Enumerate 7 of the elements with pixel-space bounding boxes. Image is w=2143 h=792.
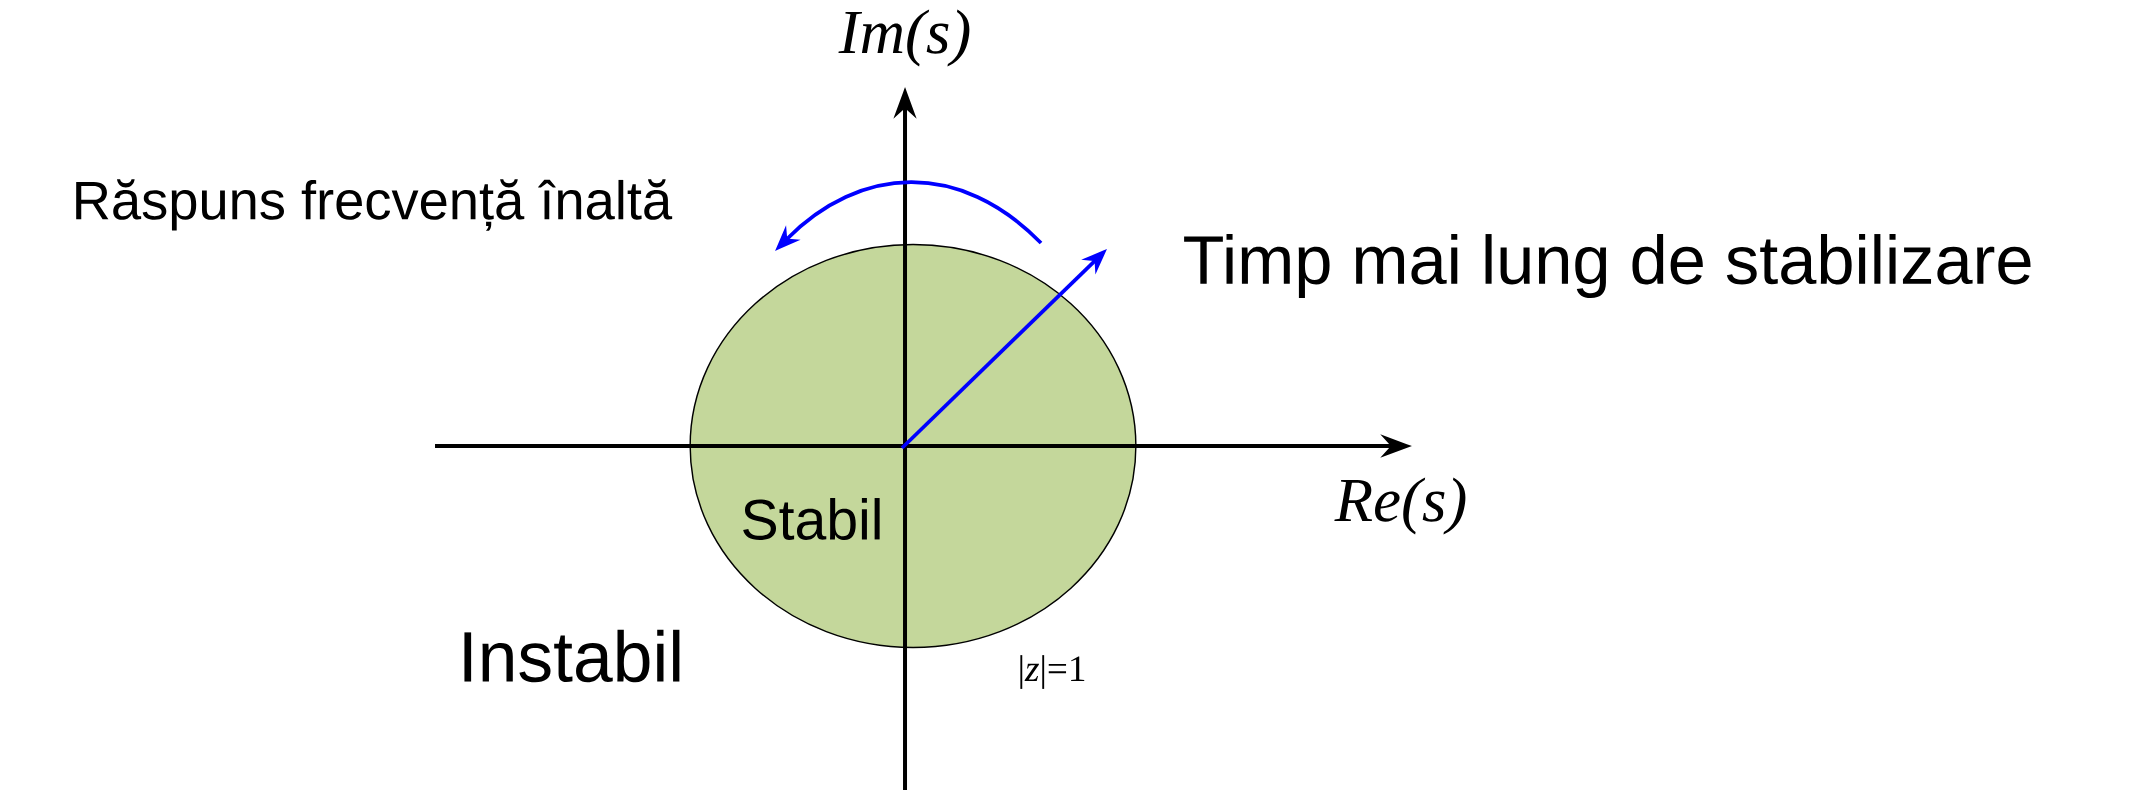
axis-label: Im(s) [838,9,970,67]
annotation: Răspuns frecvență înaltă [76,179,673,231]
region-label: Instabil [464,629,680,683]
circle-label: |z|=1 [1020,655,1085,689]
region-label: Stabil [743,498,880,540]
stable-region [689,243,1137,649]
axis-label: Re(s) [1334,477,1466,535]
